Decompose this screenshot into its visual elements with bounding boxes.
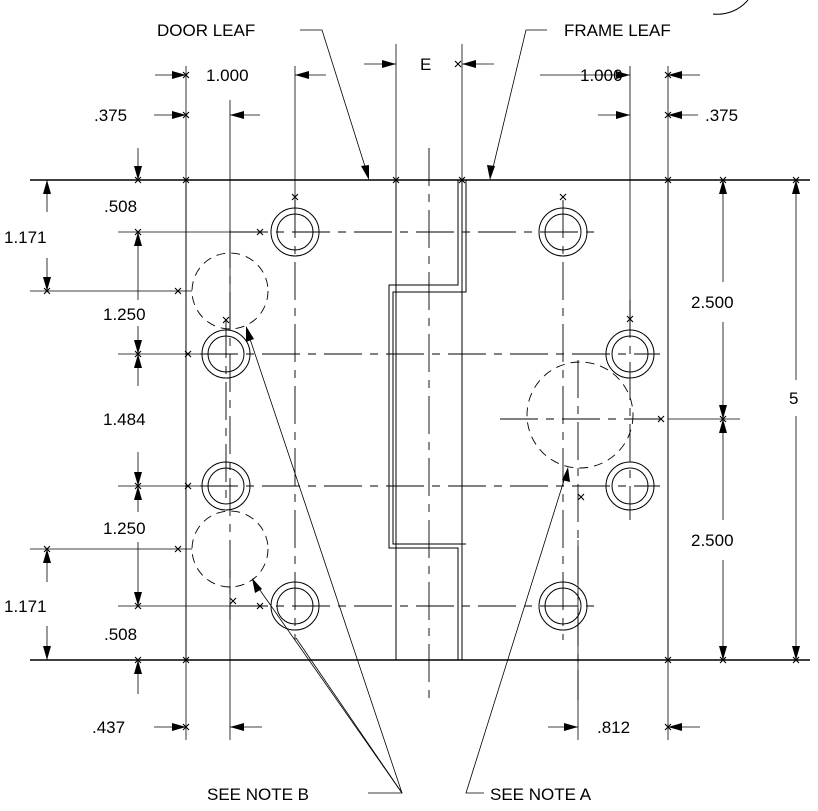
leader-see-note-a: [465, 467, 570, 794]
dim-left-375: [154, 111, 260, 119]
dim-text-top-left-1000: 1.000: [206, 66, 249, 85]
dim-bottom-437: [154, 723, 262, 731]
dim-text-left-1250-top: 1.250: [103, 305, 146, 324]
dim-left-vertical-chain: [134, 148, 142, 694]
dim-text-left-375: .375: [94, 106, 127, 125]
dim-overall-5: [792, 180, 800, 660]
dim-text-left-1171-top: 1.171: [4, 228, 47, 247]
label-see-note-b: SEE NOTE B: [207, 785, 309, 804]
dim-text-left-508-bottom: .508: [104, 625, 137, 644]
dim-text-overall-5: 5: [789, 389, 798, 408]
dim-text-top-right-1000: 1.000: [580, 66, 623, 85]
dim-top-right-1000: [540, 71, 700, 79]
door-leaf-outline: [30, 179, 462, 661]
frame-leaf-screw-hole-lower: [605, 461, 655, 511]
dim-text-right-2500-bottom: 2.500: [691, 531, 734, 550]
dim-text-left-1484: 1.484: [103, 410, 146, 429]
dim-text-right-375: .375: [705, 106, 738, 125]
leader-frame-leaf: [487, 29, 547, 180]
label-e: E: [420, 55, 431, 74]
hidden-hole-door-bottom: [191, 510, 269, 588]
dim-text-left-508-top: .508: [104, 197, 137, 216]
point-marks: [43, 60, 800, 731]
dim-text-bottom-437: .437: [92, 718, 125, 737]
hole-centerlines: [200, 200, 660, 700]
dim-text-left-1171-bottom: 1.171: [4, 597, 47, 616]
dim-text-left-1250-bottom: 1.250: [103, 519, 146, 538]
extension-lines: [30, 44, 740, 740]
callout-circle-fragment: [712, 0, 749, 15]
dim-right-2500: [719, 180, 727, 660]
dim-text-bottom-812: .812: [597, 718, 630, 737]
leader-see-note-b: [246, 326, 403, 794]
dim-e: [364, 60, 494, 68]
dim-right-375: [598, 111, 698, 119]
knuckle-profile: [388, 148, 467, 700]
dim-top-left-1000: [155, 71, 326, 79]
frame-leaf-screw-hole-bottom: [538, 581, 588, 631]
leader-door-leaf: [300, 29, 369, 180]
frame-leaf-outline: [462, 179, 810, 661]
hidden-hole-door-top: [191, 252, 269, 330]
dim-text-right-2500-top: 2.500: [691, 293, 734, 312]
label-frame-leaf: FRAME LEAF: [564, 21, 671, 40]
label-door-leaf: DOOR LEAF: [157, 21, 255, 40]
label-see-note-a: SEE NOTE A: [490, 785, 592, 804]
frame-leaf-screw-hole-top: [538, 207, 588, 257]
dim-bottom-812: [548, 723, 700, 731]
hidden-hole-frame-center: [526, 361, 634, 469]
dim-left-1171: [43, 180, 51, 660]
